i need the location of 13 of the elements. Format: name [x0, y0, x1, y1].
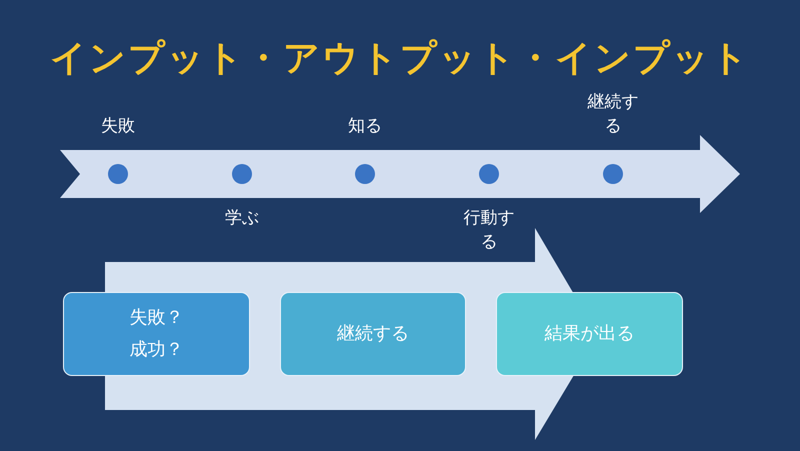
box-text: 成功？	[130, 338, 184, 362]
step-box	[280, 292, 466, 376]
box-text: 継続する	[337, 322, 409, 346]
step-label: 知る	[347, 115, 383, 138]
box-text: 結果が出る	[544, 322, 634, 346]
step-box	[63, 292, 250, 376]
step-label: 失敗	[100, 115, 136, 138]
title: インプット・アウトプット・インプット	[49, 37, 751, 81]
box-text: 失敗？	[130, 306, 184, 330]
step-label: 継続する	[587, 91, 639, 138]
step-label: 学ぶ	[224, 207, 260, 230]
step-box	[496, 292, 683, 376]
step-label: 行動する	[463, 207, 515, 254]
